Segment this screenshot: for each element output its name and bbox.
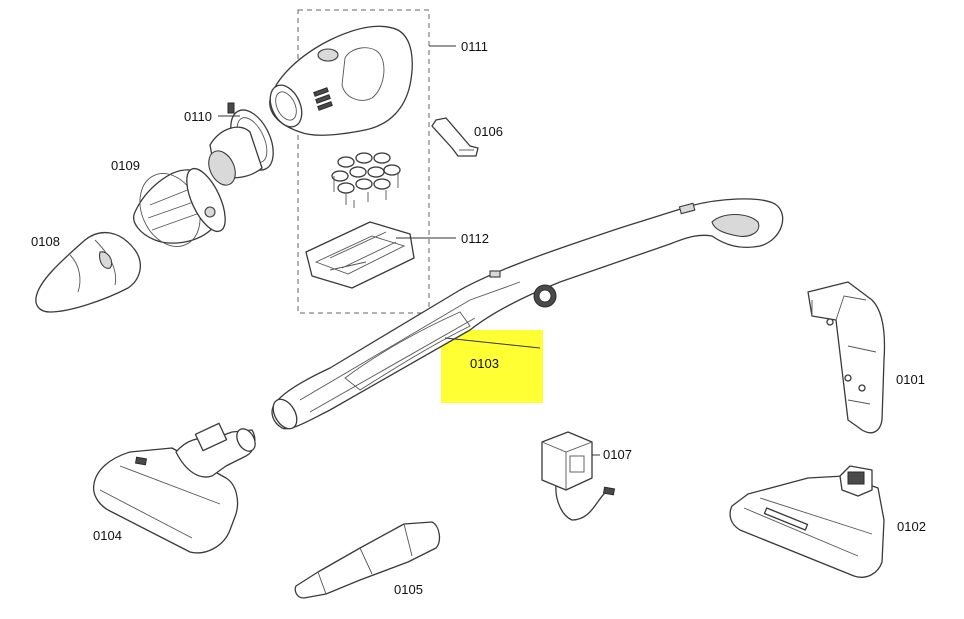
label-0104: 0104 bbox=[93, 528, 122, 543]
label-0106: 0106 bbox=[474, 124, 503, 139]
label-0112: 0112 bbox=[461, 231, 489, 246]
label-0108: 0108 bbox=[31, 234, 60, 249]
part-0109-cyclone bbox=[133, 167, 226, 247]
part-0111-motor-unit bbox=[269, 25, 413, 136]
label-0102: 0102 bbox=[897, 519, 926, 534]
part-0112-tray bbox=[305, 221, 415, 289]
battery-pack bbox=[331, 152, 401, 208]
handheld-group-box bbox=[297, 9, 430, 314]
highlight-0103 bbox=[441, 330, 543, 403]
label-0101: 0101 bbox=[896, 372, 925, 387]
label-0111: 0111 bbox=[461, 39, 488, 54]
part-0108-nozzle bbox=[35, 231, 141, 313]
label-0103: 0103 bbox=[470, 356, 499, 371]
part-0107-charger bbox=[541, 431, 616, 521]
part-0105-crevice-tool bbox=[294, 521, 441, 599]
part-0110-filter bbox=[208, 102, 274, 186]
leader-0103 bbox=[444, 337, 541, 349]
part-0104-floor-nozzle bbox=[92, 422, 256, 554]
label-0110: 0110 bbox=[184, 109, 212, 124]
part-0101-wall-bracket bbox=[807, 281, 886, 434]
label-0105: 0105 bbox=[394, 582, 423, 597]
label-0109: 0109 bbox=[111, 158, 140, 173]
label-0107: 0107 bbox=[603, 447, 632, 462]
part-0106-brush bbox=[431, 117, 479, 157]
part-0103-main-body bbox=[271, 198, 784, 430]
part-0102-floor-head bbox=[729, 465, 885, 578]
